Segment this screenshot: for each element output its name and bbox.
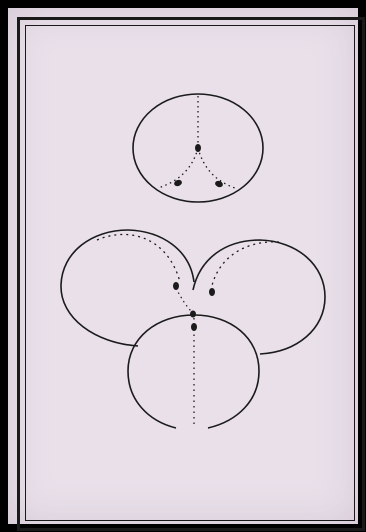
bottom-right-dot <box>209 288 215 296</box>
bottom-lower-circle <box>128 315 259 428</box>
top-figure <box>133 94 263 202</box>
bottom-right-circle <box>193 240 325 354</box>
top-right-dot <box>214 180 224 188</box>
bottom-left-dot <box>173 282 179 290</box>
bottom-lower-dot <box>191 323 197 331</box>
bottom-junction-dotted <box>176 288 192 312</box>
bottom-figure <box>61 230 325 428</box>
bottom-junction-dot-upper <box>190 311 196 318</box>
top-center-dot <box>195 144 201 152</box>
